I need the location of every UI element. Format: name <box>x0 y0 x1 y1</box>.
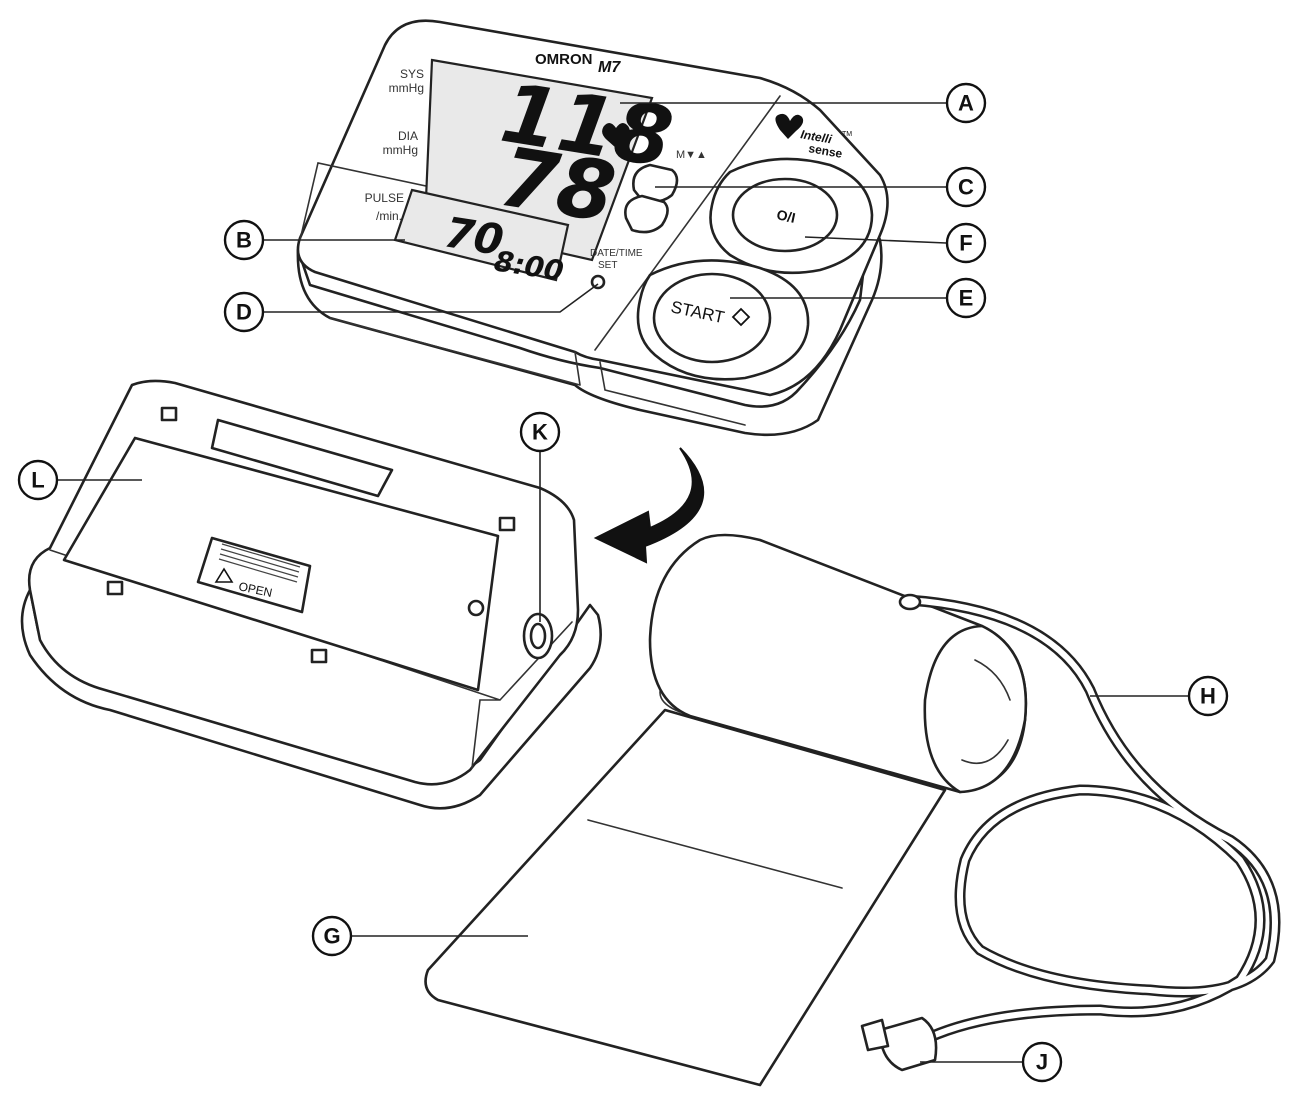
callout-g: G <box>311 915 353 957</box>
callout-c: C <box>945 166 987 208</box>
power-button[interactable] <box>731 177 839 253</box>
svg-text:J: J <box>1036 1050 1048 1075</box>
memory-down-button[interactable] <box>624 194 669 234</box>
tm-mark: TM <box>842 131 852 138</box>
callout-line-d <box>264 283 599 313</box>
power-symbol: O/I <box>775 206 797 226</box>
case-label-plate <box>210 418 394 498</box>
air-plug-tip <box>860 1018 890 1052</box>
main-unit-base <box>296 213 883 437</box>
cuff-flat-band <box>424 708 947 1087</box>
svg-text:B: B <box>236 228 252 253</box>
callout-b: B <box>223 219 265 261</box>
svg-text:D: D <box>236 300 252 325</box>
main-unit: OMRON M7 SYS mmHg DIA mmHg PULSE /min. 1… <box>296 19 889 437</box>
cuff-roll-opening <box>923 624 1028 794</box>
callout-d: D <box>223 291 265 333</box>
callout-e: E <box>945 277 987 319</box>
case-mark <box>160 406 178 422</box>
callout-f: F <box>945 222 987 264</box>
diastolic-reading: 78 <box>494 130 622 242</box>
model-label: M7 <box>598 59 621 76</box>
dia-unit: mmHg <box>383 143 418 157</box>
svg-text:G: G <box>323 924 340 949</box>
attach-arrow <box>593 447 705 564</box>
case-open-latch[interactable] <box>196 536 312 614</box>
svg-text:K: K <box>532 420 548 445</box>
dia-label: DIA <box>398 129 418 143</box>
sys-unit: mmHg <box>389 81 424 95</box>
callout-a: A <box>945 82 987 124</box>
callout-line-f <box>804 236 947 244</box>
case-mark <box>498 516 516 532</box>
case-mark <box>467 599 485 617</box>
callout-k: K <box>519 411 561 453</box>
brand-label: OMRON <box>535 51 593 68</box>
callout-l: L <box>17 459 59 501</box>
open-label: OPEN <box>237 579 273 600</box>
callouts: A B C D E F G H <box>17 82 1229 1083</box>
hose-inlet <box>898 593 922 611</box>
date-time-label: DATE/TIME <box>590 248 643 259</box>
air-hose-inner <box>905 597 1278 1041</box>
svg-text:H: H <box>1200 684 1216 709</box>
cuff-roll-inner <box>961 659 1011 765</box>
pulse-reading: 70 <box>441 207 506 265</box>
start-button[interactable] <box>652 272 772 364</box>
memory-label: M▼▲ <box>676 149 707 161</box>
callout-j: J <box>1021 1041 1063 1083</box>
svg-text:E: E <box>959 286 974 311</box>
intellisense-logo-icon <box>775 113 804 139</box>
svg-text:A: A <box>958 91 974 116</box>
air-jack[interactable] <box>529 622 547 650</box>
intelli-label: Intelli <box>799 127 833 146</box>
case-mark <box>106 580 124 596</box>
set-label: SET <box>598 260 617 271</box>
storage-case: OPEN <box>20 379 602 810</box>
svg-text:F: F <box>959 231 972 256</box>
pulse-label: PULSE <box>365 191 404 205</box>
svg-text:L: L <box>31 468 44 493</box>
sense-label: sense <box>807 141 843 161</box>
callout-h: H <box>1187 675 1229 717</box>
sys-label: SYS <box>400 67 424 81</box>
date-time-set-button[interactable] <box>590 274 606 290</box>
svg-text:C: C <box>958 175 974 200</box>
latch-grip-lines <box>218 543 301 583</box>
start-diamond-icon <box>731 307 751 327</box>
pulse-unit: /min. <box>376 209 402 223</box>
pulse-lcd <box>393 188 570 282</box>
heart-icon <box>602 122 630 148</box>
open-triangle-icon <box>214 567 234 583</box>
case-mark <box>310 648 328 664</box>
arm-cuff <box>424 533 1281 1087</box>
unit-lower-rim <box>329 317 746 426</box>
